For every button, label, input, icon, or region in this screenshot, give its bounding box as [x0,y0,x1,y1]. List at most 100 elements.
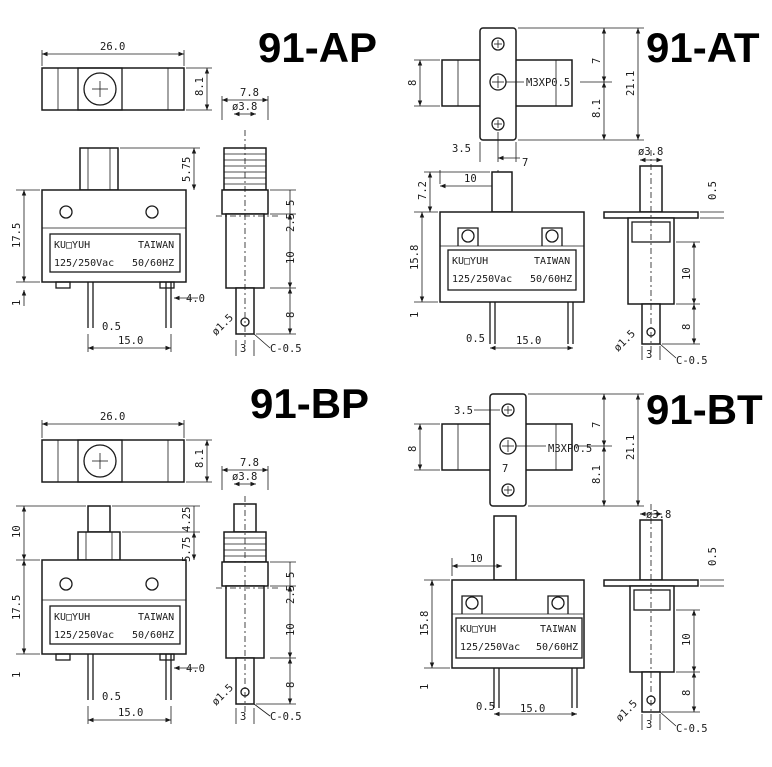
top-view-body [41,439,185,483]
svg-text:0.5: 0.5 [476,701,495,713]
svg-text:15.0: 15.0 [118,707,143,719]
svg-text:1: 1 [11,300,23,306]
rating-text: 125/250Vac [54,630,114,641]
svg-text:M3XP0.5: M3XP0.5 [548,443,592,455]
model-title-91-bp: 91-BP [250,380,369,427]
svg-text:7: 7 [591,422,603,428]
svg-text:7.2: 7.2 [417,181,429,200]
rating-label [49,233,181,273]
brand-text: KU□YUH [452,256,488,267]
rating-label [455,617,583,659]
svg-text:8: 8 [681,324,693,330]
svg-text:7: 7 [591,58,603,64]
svg-text:1: 1 [409,312,421,318]
model-title-91-ap: 91-AP [258,24,377,71]
dim-width: 26.0 [100,41,125,53]
svg-text:7.8: 7.8 [240,87,259,99]
freq-text: 50/60HZ [132,258,174,269]
model-title-91-bt: 91-BT [646,386,763,433]
svg-text:3: 3 [646,349,652,361]
panel-91-at: 91-AT M3XP0.5 8 7 8.1 21.1 3.5 7 10 7.2 [407,24,760,367]
rating-text: 125/250Vac [460,642,520,653]
svg-text:7.8: 7.8 [240,457,259,469]
svg-text:8.1: 8.1 [591,465,603,484]
origin-text: TAIWAN [534,256,570,267]
svg-text:15.8: 15.8 [419,611,431,636]
svg-text:ø1.5: ø1.5 [210,312,236,338]
svg-text:8: 8 [285,682,297,688]
svg-text:5.75: 5.75 [181,537,193,562]
panel-91-bp: 91-BP 26.0 8.1 KU□YUH TAIWAN 125/250Vac … [11,380,369,724]
svg-text:ø1.5: ø1.5 [210,682,236,708]
svg-text:3.5: 3.5 [452,143,471,155]
svg-text:3: 3 [646,719,652,731]
svg-text:10: 10 [681,633,693,646]
push-button [87,505,111,533]
svg-text:17.5: 17.5 [11,595,23,620]
svg-text:ø3.8: ø3.8 [646,509,671,521]
svg-text:ø1.5: ø1.5 [614,698,640,724]
svg-text:C-0.5: C-0.5 [270,711,302,723]
button-top-circle [83,444,117,478]
svg-text:3.5: 3.5 [454,405,473,417]
svg-text:15.0: 15.0 [516,335,541,347]
svg-text:M3XP0.5: M3XP0.5 [526,77,570,89]
front-view-body [41,189,187,283]
front-view-body [41,559,187,655]
svg-text:8: 8 [681,690,693,696]
svg-text:3: 3 [240,711,246,723]
svg-text:C-0.5: C-0.5 [676,723,708,735]
freq-text: 50/60HZ [530,274,572,285]
svg-text:0.5: 0.5 [707,547,719,566]
svg-text:8: 8 [285,312,297,318]
brand-text: KU□YUH [54,612,90,623]
panel-91-bt: 91-BT M3XP0.5 3.5 8 7 7 8.1 21.1 10 KU□Y… [407,386,763,735]
svg-text:15.0: 15.0 [520,703,545,715]
svg-text:21.1: 21.1 [625,71,637,96]
rating-text: 125/250Vac [54,258,114,269]
front-view-body [451,579,585,669]
svg-text:10: 10 [681,267,693,280]
svg-text:4.0: 4.0 [186,293,205,305]
svg-text:3: 3 [240,343,246,355]
svg-text:10: 10 [285,623,297,636]
svg-text:7: 7 [502,463,508,475]
svg-text:0.5: 0.5 [102,691,121,703]
svg-text:ø3.8: ø3.8 [232,471,257,483]
svg-text:5: 5 [285,572,297,578]
svg-text:10: 10 [464,173,477,185]
svg-text:15.8: 15.8 [409,245,421,270]
svg-text:8: 8 [407,80,419,86]
svg-text:0.5: 0.5 [102,321,121,333]
svg-text:8: 8 [407,446,419,452]
dim-body-height: 17.5 [11,223,23,248]
svg-text:10: 10 [470,553,483,565]
origin-text: TAIWAN [138,240,174,251]
rating-label [49,605,181,645]
svg-text:C-0.5: C-0.5 [270,343,302,355]
svg-text:8.1: 8.1 [591,99,603,118]
push-button [79,147,119,191]
origin-text: TAIWAN [138,612,174,623]
model-title-91-at: 91-AT [646,24,760,71]
dim-height: 8.1 [194,77,206,96]
front-view-body [439,211,585,303]
svg-text:5: 5 [285,200,297,206]
rating-label [447,249,577,291]
svg-text:4.25: 4.25 [181,507,193,532]
svg-text:2.5: 2.5 [285,585,297,604]
button-top-circle [83,72,117,106]
svg-text:21.1: 21.1 [625,435,637,460]
actuator-lever [491,171,513,213]
svg-text:26.0: 26.0 [100,411,125,423]
origin-text: TAIWAN [540,624,576,635]
svg-text:C-0.5: C-0.5 [676,355,708,367]
svg-text:0.5: 0.5 [707,181,719,200]
freq-text: 50/60HZ [536,642,578,653]
svg-text:4.0: 4.0 [186,663,205,675]
svg-text:ø1.5: ø1.5 [612,328,638,354]
rating-text: 125/250Vac [452,274,512,285]
svg-text:8.1: 8.1 [194,449,206,468]
svg-text:1: 1 [419,684,431,690]
